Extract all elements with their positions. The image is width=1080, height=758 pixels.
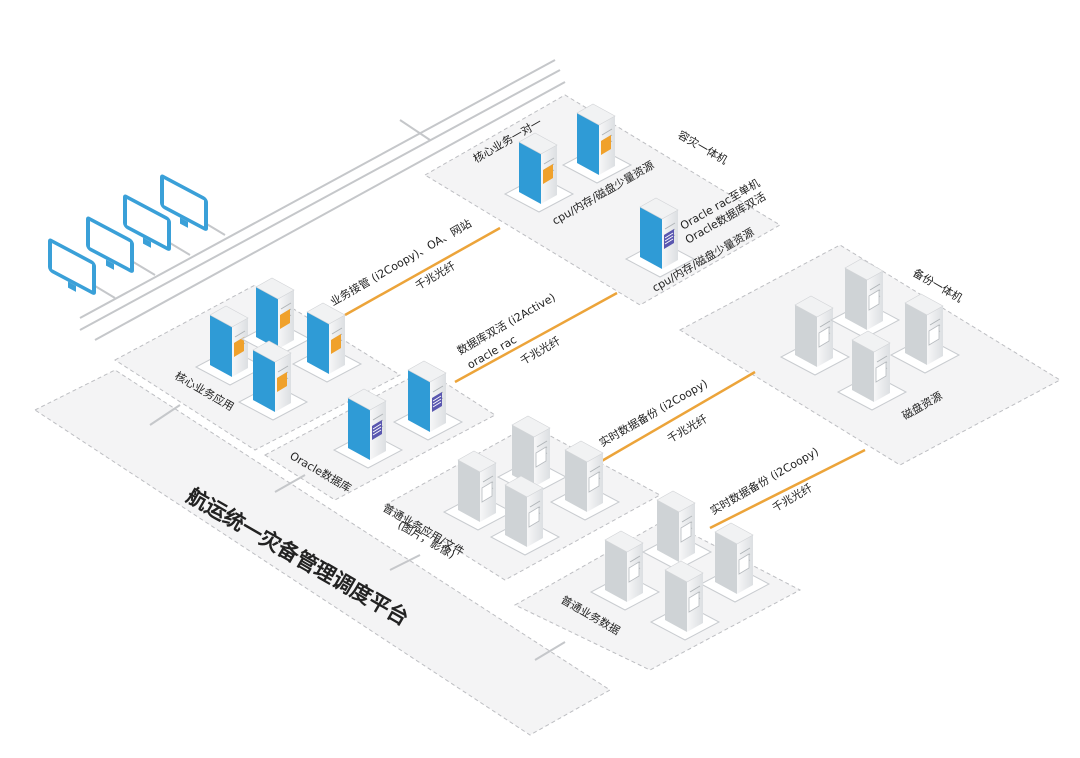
server-icon	[496, 415, 568, 496]
platform-link	[389, 554, 421, 571]
server-icon	[829, 258, 901, 339]
server-icon	[641, 490, 713, 571]
monitor-icon	[86, 216, 134, 273]
dr-box-title: 容灾一体机	[676, 127, 731, 167]
platform-link	[149, 404, 181, 426]
server-icon	[442, 450, 514, 531]
server-icon	[589, 530, 661, 611]
fiber-link-2-speed: 千兆光纤	[518, 333, 563, 367]
zone-dr-box	[424, 94, 781, 306]
platform-link	[534, 641, 566, 661]
server-icon	[779, 295, 851, 376]
server-icon	[503, 132, 575, 213]
server-icon	[291, 302, 363, 383]
monitor-icon	[123, 194, 171, 251]
fiber-links	[344, 226, 866, 530]
server-icon	[624, 197, 696, 278]
platform-link	[274, 474, 306, 493]
network-drop	[399, 119, 431, 141]
network-backbone	[79, 69, 561, 331]
server-icon	[889, 293, 961, 374]
fiber-link-3-name: 实时数据备份 (i2Coopy)	[597, 376, 710, 450]
fiber-link-4	[709, 448, 866, 530]
server-icon	[194, 305, 266, 386]
server-icon	[332, 388, 404, 469]
monitor-icon	[160, 174, 208, 231]
server-icon	[561, 103, 633, 184]
server-icon	[836, 330, 908, 411]
fiber-link-3-speed: 千兆光纤	[665, 411, 710, 445]
server-icon	[237, 340, 309, 421]
server-icon	[549, 440, 621, 521]
network-drop	[129, 259, 156, 276]
monitor-icon	[48, 238, 96, 295]
servers	[194, 103, 961, 641]
network-backbone	[79, 59, 556, 319]
fiber-link-3	[599, 370, 756, 464]
server-icon	[649, 560, 721, 641]
zone-platform	[33, 369, 611, 736]
fiber-link-1	[344, 226, 501, 317]
network-backbone	[94, 81, 566, 341]
monitors	[48, 174, 208, 295]
server-icon	[392, 360, 464, 441]
server-icon	[489, 475, 561, 556]
server-icon	[699, 522, 771, 603]
fiber-link-2	[454, 291, 618, 384]
